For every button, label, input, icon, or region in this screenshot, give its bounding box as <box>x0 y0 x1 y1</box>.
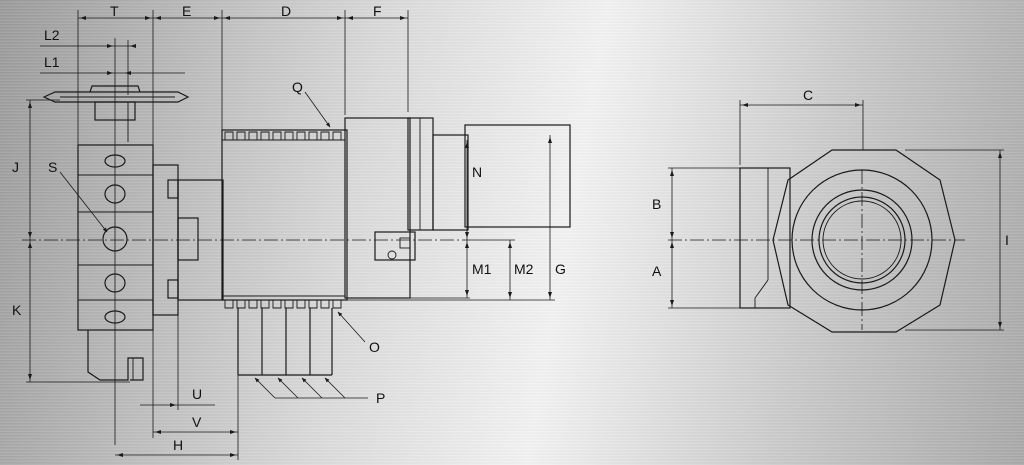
cylinder-body <box>177 129 348 376</box>
label-M2: M2 <box>514 261 534 277</box>
label-S: S <box>48 159 57 175</box>
label-A: A <box>652 263 662 279</box>
label-I: I <box>1005 232 1009 248</box>
label-Q: Q <box>292 79 303 95</box>
right-dimensions <box>345 135 555 301</box>
label-V: V <box>192 414 202 430</box>
leader-lines <box>59 91 368 399</box>
l-dimensions <box>40 38 185 445</box>
label-J: J <box>12 159 19 175</box>
top-dimensions <box>77 10 409 180</box>
mounting-flange <box>42 85 190 142</box>
label-E: E <box>182 3 191 19</box>
label-L1: L1 <box>44 54 60 70</box>
label-G: G <box>555 261 566 277</box>
label-B: B <box>652 196 661 212</box>
actuator-head <box>344 117 571 299</box>
label-T: T <box>110 3 119 19</box>
label-H: H <box>173 437 183 453</box>
label-L2: L2 <box>44 27 60 43</box>
label-M1: M1 <box>472 261 492 277</box>
end-view: C B A I <box>652 87 1009 333</box>
side-view: T E D F L2 L1 Q J S N M1 M2 G K O P U V … <box>12 3 571 460</box>
label-K: K <box>12 302 22 318</box>
label-O: O <box>369 339 380 355</box>
valve-block <box>77 144 199 381</box>
label-P: P <box>376 390 385 406</box>
label-U: U <box>192 386 202 402</box>
label-F: F <box>373 3 382 19</box>
label-D: D <box>281 3 291 19</box>
label-C: C <box>803 87 813 103</box>
label-N: N <box>472 164 482 180</box>
bottom-dimensions <box>115 300 239 460</box>
left-dimensions <box>26 99 130 383</box>
